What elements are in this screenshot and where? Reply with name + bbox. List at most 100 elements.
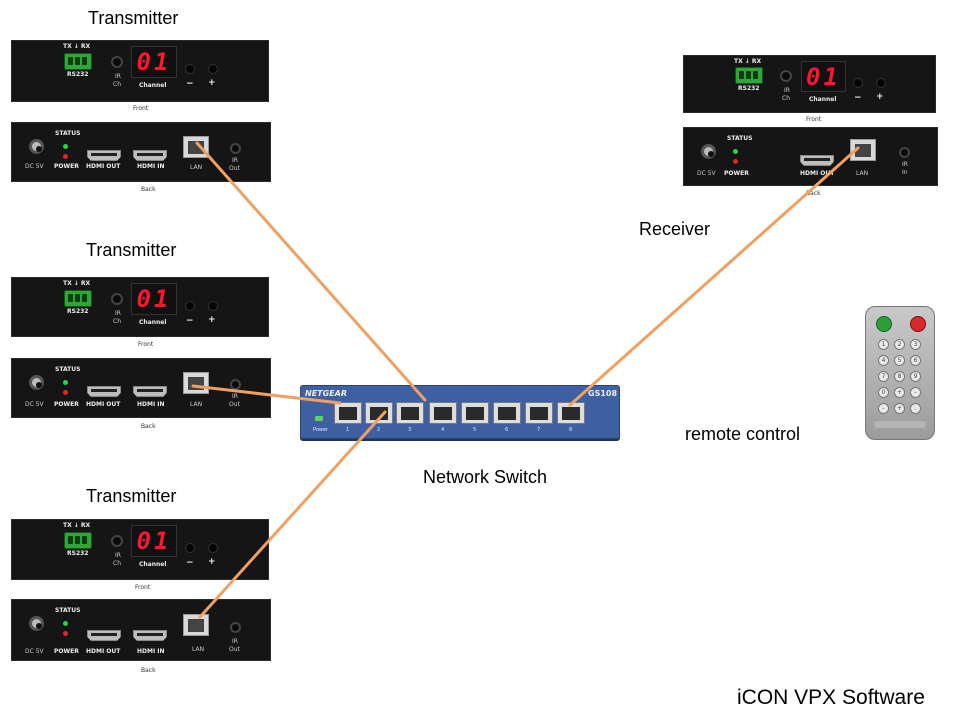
ir-out-jack[interactable] — [230, 143, 241, 154]
remote-key[interactable]: 7 — [878, 371, 889, 382]
dc-power-jack[interactable] — [29, 139, 44, 154]
ir-label: IR — [115, 552, 121, 559]
port-number: 5 — [473, 427, 477, 433]
remote-key[interactable]: 1 — [878, 339, 889, 350]
channel-minus-button[interactable] — [853, 78, 863, 88]
network-switch-label: Network Switch — [423, 467, 548, 487]
rs232-label: RS232 — [67, 71, 89, 78]
status-label: STATUS — [55, 366, 81, 373]
front-caption: Front — [133, 105, 149, 112]
switch-port-4[interactable] — [429, 402, 457, 424]
channel-minus-button[interactable] — [185, 543, 195, 553]
channel-minus-button[interactable] — [185, 301, 195, 311]
hdmi-out-port[interactable] — [87, 386, 121, 397]
hdmi-out-label: HDMI OUT — [86, 648, 121, 655]
minus-label: − — [186, 79, 194, 89]
dc-power-jack[interactable] — [29, 375, 44, 390]
transmitter-front-panel: TX ↓ RX RS232 IR Ch 01 Channel − + — [11, 277, 269, 337]
hdmi-in-port[interactable] — [133, 386, 167, 397]
ir-label: IR — [115, 73, 121, 80]
ir-jack[interactable] — [780, 70, 792, 82]
hdmi-in-label: HDMI IN — [137, 401, 165, 408]
remote-key[interactable]: 2 — [894, 339, 905, 350]
hdmi-in-port[interactable] — [133, 150, 167, 161]
remote-key[interactable]: 0 — [878, 387, 889, 398]
ir-out-jack[interactable] — [230, 622, 241, 633]
transmitter-front-panel: TX ↓ RX RS232 IR Ch 01 Channel − + — [11, 40, 269, 102]
transmitter-back-panel: DC 5V STATUS POWER HDMI OUT HDMI IN LAN … — [11, 358, 271, 418]
back-caption: Back — [141, 423, 156, 430]
rs232-terminal-block — [64, 532, 92, 549]
ir-jack[interactable] — [111, 293, 123, 305]
switch-port-8[interactable] — [557, 402, 585, 424]
dc-power-jack[interactable] — [701, 144, 716, 159]
ir-in-jack[interactable] — [899, 147, 910, 158]
remote-key[interactable]: 3 — [910, 339, 921, 350]
remote-key[interactable]: 5 — [894, 355, 905, 366]
dc-power-jack[interactable] — [29, 616, 44, 631]
netgear-logo: NETGEAR — [305, 389, 347, 398]
remote-key[interactable]: 9 — [910, 371, 921, 382]
ir-jack[interactable] — [111, 56, 123, 68]
transmitter-back-panel: DC 5V STATUS POWER HDMI OUT HDMI IN LAN … — [11, 599, 271, 661]
port-number: 4 — [441, 427, 445, 433]
channel-label: Channel — [139, 82, 167, 89]
channel-plus-button[interactable] — [208, 543, 218, 553]
remote-key[interactable]: 6 — [910, 355, 921, 366]
tx-rx-label: TX ↓ RX — [63, 43, 91, 50]
lan-port[interactable] — [183, 614, 209, 636]
status-led-green — [63, 380, 68, 385]
remote-green-button[interactable] — [876, 316, 892, 332]
remote-key[interactable]: + — [894, 387, 905, 398]
dc5v-label: DC 5V — [25, 401, 44, 408]
channel-plus-button[interactable] — [876, 78, 886, 88]
hdmi-out-port[interactable] — [87, 630, 121, 641]
plus-label: + — [876, 92, 884, 102]
remote-key[interactable]: - — [878, 403, 889, 414]
switch-port-6[interactable] — [493, 402, 521, 424]
rs232-label: RS232 — [67, 550, 89, 557]
remote-key[interactable]: 8 — [894, 371, 905, 382]
power-label: POWER — [54, 648, 79, 655]
hdmi-out-label: HDMI OUT — [86, 401, 121, 408]
switch-port-2[interactable] — [365, 402, 393, 424]
hdmi-in-port[interactable] — [133, 630, 167, 641]
channel-minus-button[interactable] — [185, 64, 195, 74]
hdmi-in-label: HDMI IN — [137, 163, 165, 170]
hdmi-out-port[interactable] — [800, 155, 834, 166]
software-label: iCON VPX Software — [737, 686, 925, 709]
status-label: STATUS — [55, 607, 81, 614]
front-caption: Front — [138, 341, 154, 348]
switch-port-3[interactable] — [396, 402, 424, 424]
minus-label: − — [186, 316, 194, 326]
remote-key[interactable]: . — [910, 403, 921, 414]
remote-key[interactable]: + — [894, 403, 905, 414]
switch-port-5[interactable] — [461, 402, 489, 424]
switch-port-7[interactable] — [525, 402, 553, 424]
lan-port[interactable] — [183, 372, 209, 394]
remote-red-button[interactable] — [910, 316, 926, 332]
remote-label-strip — [874, 421, 926, 428]
hdmi-out-label: HDMI OUT — [800, 170, 835, 177]
switch-port-1[interactable] — [334, 402, 362, 424]
port-number: 7 — [537, 427, 541, 433]
ch-label: Ch — [113, 318, 121, 325]
remote-key[interactable]: - — [910, 387, 921, 398]
transmitter-3-label: Transmitter — [86, 486, 177, 506]
ir-label: IR — [784, 87, 790, 94]
hdmi-in-label: HDMI IN — [137, 648, 165, 655]
transmitter-2-label: Transmitter — [86, 240, 177, 260]
back-caption: Back — [141, 186, 156, 193]
remote-key[interactable]: 4 — [878, 355, 889, 366]
channel-display: 01 — [801, 61, 846, 92]
power-label: POWER — [724, 170, 749, 177]
ir-jack[interactable] — [111, 535, 123, 547]
lan-port[interactable] — [850, 139, 876, 161]
channel-plus-button[interactable] — [208, 64, 218, 74]
hdmi-out-port[interactable] — [87, 150, 121, 161]
lan-port[interactable] — [183, 136, 209, 158]
ir-out-jack[interactable] — [230, 379, 241, 390]
power-label: POWER — [54, 401, 79, 408]
channel-plus-button[interactable] — [208, 301, 218, 311]
